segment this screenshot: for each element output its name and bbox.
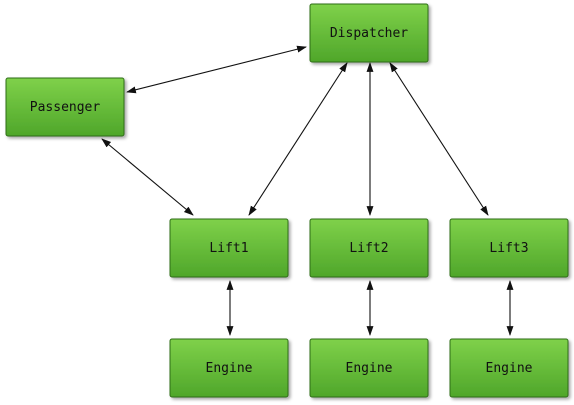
nodes-layer: Dispatcher Passenger Lift1 Lift2 Lift3 E…: [5, 3, 569, 398]
node-label-passenger: Passenger: [30, 100, 101, 115]
node-engine-2[interactable]: Engine: [309, 338, 429, 398]
edge-dispatcher-lift3: [389, 62, 489, 216]
node-label-engine-1: Engine: [206, 361, 253, 376]
node-passenger[interactable]: Passenger: [5, 77, 125, 137]
node-lift1[interactable]: Lift1: [169, 218, 289, 278]
node-label-engine-3: Engine: [486, 361, 533, 376]
node-dispatcher[interactable]: Dispatcher: [309, 3, 429, 63]
edge-dispatcher-lift1: [248, 62, 348, 216]
node-label-engine-2: Engine: [346, 361, 393, 376]
node-label-lift1: Lift1: [209, 241, 248, 256]
node-engine-3[interactable]: Engine: [449, 338, 569, 398]
node-lift2[interactable]: Lift2: [309, 218, 429, 278]
edge-passenger-dispatcher: [126, 45, 307, 94]
node-lift3[interactable]: Lift3: [449, 218, 569, 278]
node-label-lift2: Lift2: [349, 241, 388, 256]
node-label-dispatcher: Dispatcher: [330, 26, 408, 41]
edges-layer: [101, 45, 514, 336]
edge-passenger-lift1: [101, 138, 194, 216]
node-engine-1[interactable]: Engine: [169, 338, 289, 398]
node-label-lift3: Lift3: [489, 241, 528, 256]
